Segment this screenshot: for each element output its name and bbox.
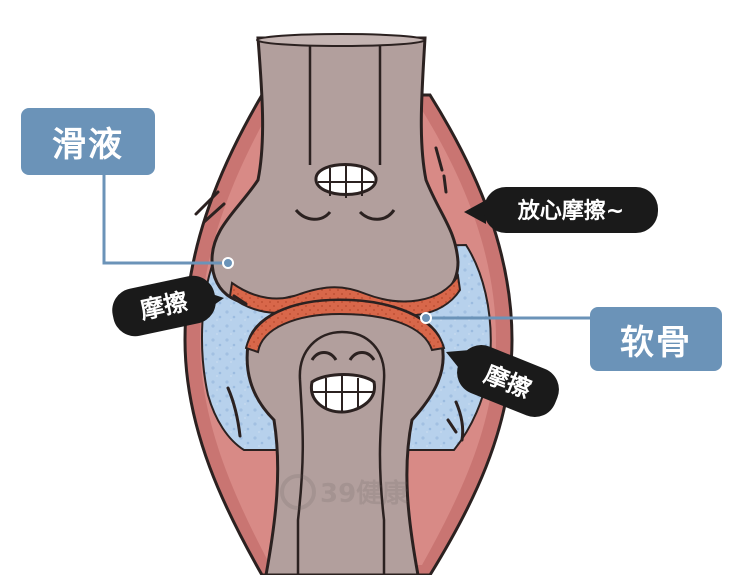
friction-bubble-left: 摩擦: [112, 275, 224, 337]
synovial-leader-line: [102, 175, 228, 265]
tibia-right-eye: [348, 351, 376, 361]
watermark-text: 39健康: [320, 478, 409, 509]
femur-right-eye: [358, 209, 396, 221]
femur-top-cap: [256, 33, 426, 47]
femur-teeth: [318, 166, 374, 198]
speech-bubble: 放心摩擦~: [464, 187, 658, 233]
watermark-logo: 39健康: [280, 474, 409, 510]
cartilage-label: 软骨: [590, 307, 722, 371]
motion-marks: [194, 146, 465, 442]
speech-bubble-text: 放心摩擦~: [517, 198, 624, 224]
tibia-cartilage: [244, 298, 446, 354]
tibia-inner-outline: [296, 330, 386, 575]
friction-bubble-right: 摩擦: [446, 344, 559, 418]
cartilage-leader-dot: [420, 312, 432, 324]
synovial-leader-dot: [222, 257, 234, 269]
synovial-fluid-label: 滑液: [21, 108, 155, 175]
femur-left-eye: [294, 208, 332, 221]
leader-lines: [102, 175, 590, 320]
tibia-left-eye: [310, 351, 338, 361]
tibia-teeth: [312, 376, 374, 412]
